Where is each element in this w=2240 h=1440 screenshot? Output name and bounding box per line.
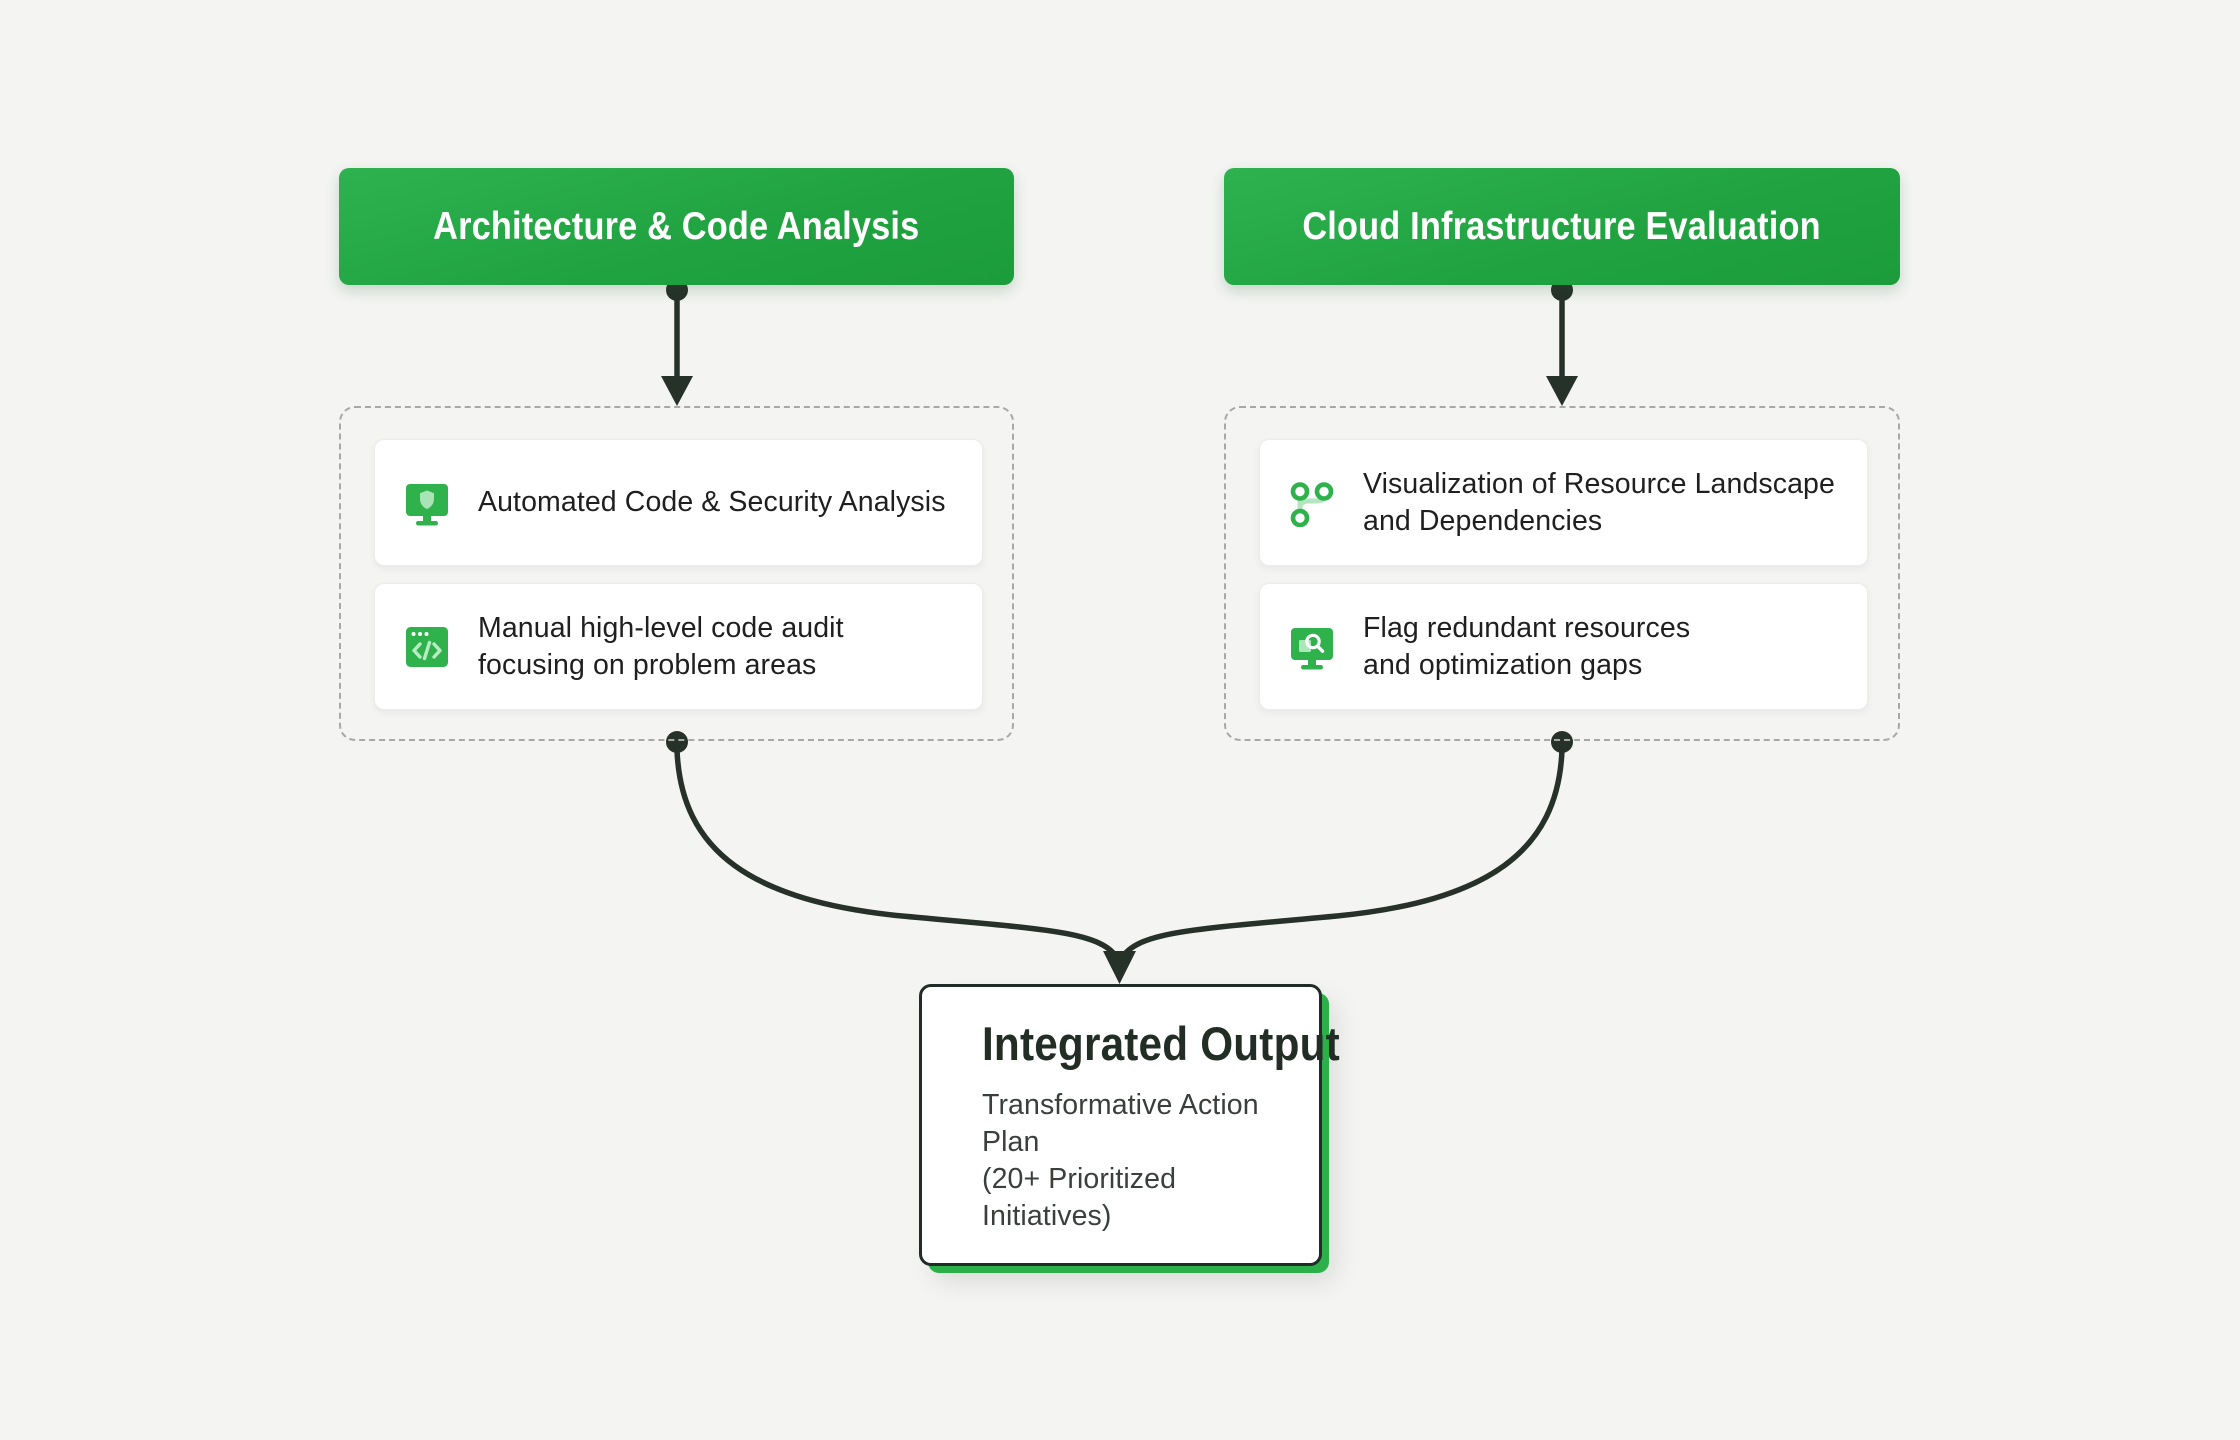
group-architecture-details: Automated Code & Security Analysis Manua… bbox=[339, 406, 1014, 741]
card-label: Visualization of Resource Landscape and … bbox=[1363, 467, 1835, 537]
node-architecture-code-analysis: Architecture & Code Analysis bbox=[339, 168, 1014, 285]
monitor-search-icon bbox=[1291, 627, 1333, 669]
code-window-icon bbox=[406, 626, 448, 667]
card-label: Automated Code & Security Analysis bbox=[478, 486, 946, 518]
card-label: Flag redundant resources and optimizatio… bbox=[1363, 611, 1691, 681]
card-manual-code-audit: Manual high-level code audit focusing on… bbox=[374, 583, 983, 710]
output-title: Integrated Output bbox=[982, 1016, 1340, 1070]
group-cloud-details: Visualization of Resource Landscape and … bbox=[1224, 406, 1900, 741]
output-subtitle: Transformative Action Plan (20+ Prioriti… bbox=[982, 1088, 1259, 1232]
monitor-shield-icon bbox=[406, 483, 448, 525]
git-branch-icon bbox=[1290, 481, 1334, 527]
card-automated-code-security-analysis: Automated Code & Security Analysis bbox=[374, 439, 983, 566]
card-flag-redundant-resources: Flag redundant resources and optimizatio… bbox=[1259, 583, 1868, 710]
node-cloud-infrastructure-evaluation: Cloud Infrastructure Evaluation bbox=[1224, 168, 1900, 285]
node-title: Cloud Infrastructure Evaluation bbox=[1302, 204, 1822, 248]
node-title: Architecture & Code Analysis bbox=[433, 204, 920, 248]
node-integrated-output: Integrated Output Transformative Action … bbox=[919, 984, 1340, 1266]
card-resource-landscape-visualization: Visualization of Resource Landscape and … bbox=[1259, 439, 1868, 566]
card-label: Manual high-level code audit focusing on… bbox=[478, 611, 844, 681]
